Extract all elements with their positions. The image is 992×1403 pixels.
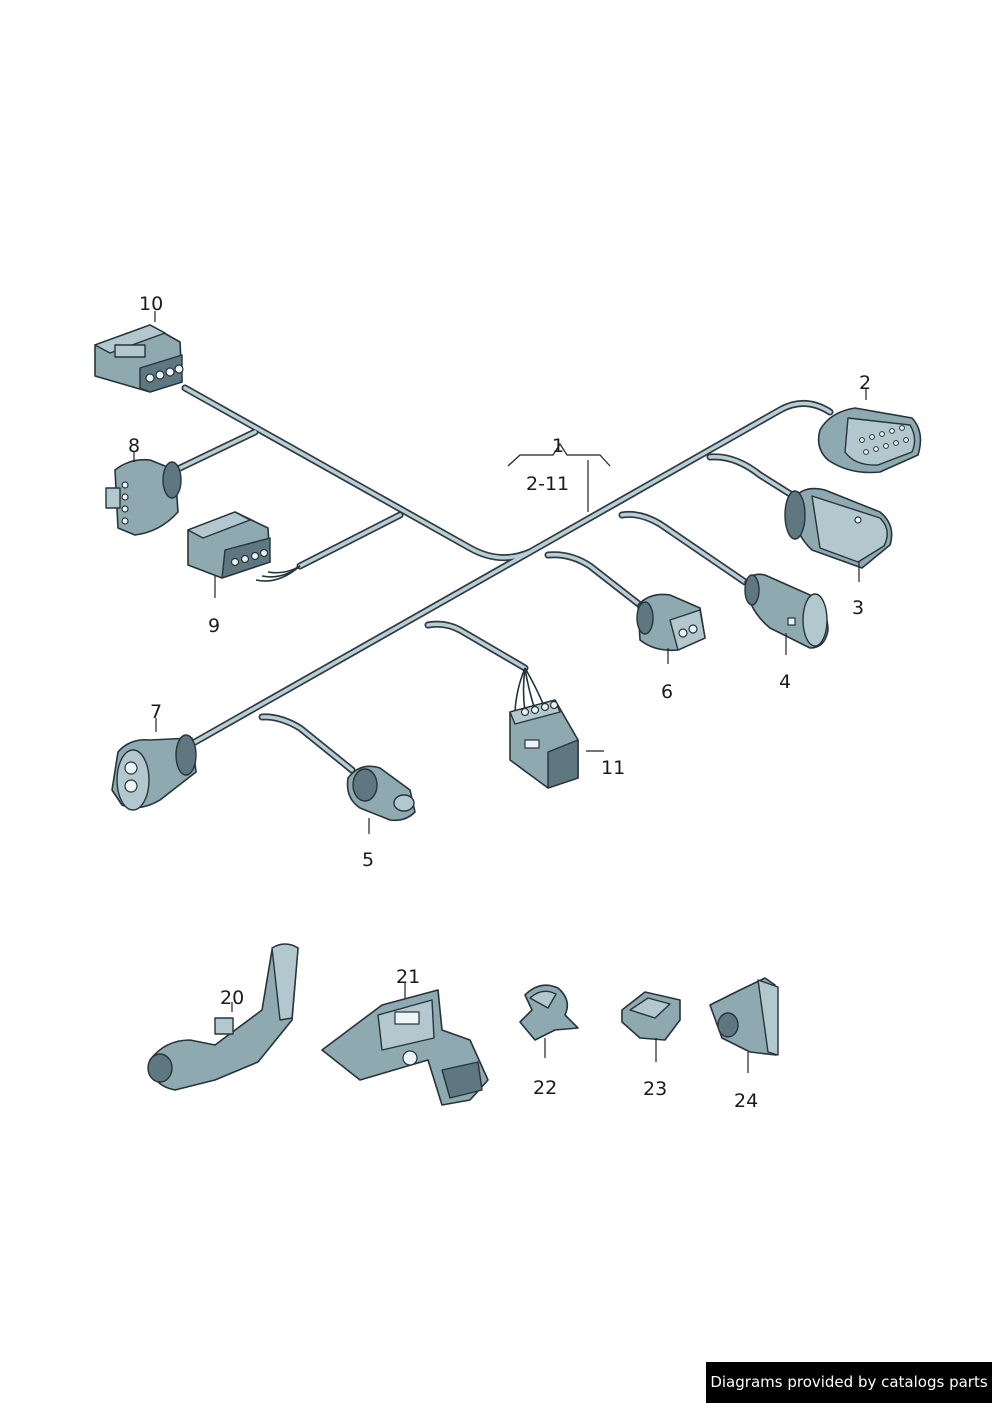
label-3: 3 (852, 597, 864, 619)
label-10: 10 (139, 293, 163, 315)
connector-4 (744, 573, 829, 649)
label-20: 20 (220, 987, 244, 1009)
connector-2 (817, 407, 922, 474)
label-11: 11 (601, 757, 625, 779)
label-22: 22 (533, 1077, 557, 1099)
label-6: 6 (661, 681, 673, 703)
part-21-bracket (321, 989, 489, 1106)
harness-wire-core (178, 386, 832, 772)
connector-5 (346, 765, 416, 822)
part-24-holder (709, 977, 779, 1056)
connector-6 (636, 593, 706, 652)
connector-9 (187, 511, 271, 579)
label-1: 1 (552, 435, 564, 457)
label-8: 8 (128, 435, 140, 457)
label-5: 5 (362, 849, 374, 871)
label-24: 24 (734, 1090, 758, 1112)
connector-10 (94, 324, 184, 393)
label-23: 23 (643, 1078, 667, 1100)
leader-lines (133, 311, 867, 1073)
thin-wires (255, 565, 546, 713)
part-22-clip (519, 984, 579, 1041)
part-20-guide (147, 943, 299, 1091)
connector-11 (509, 699, 579, 789)
label-9: 9 (208, 615, 220, 637)
part-labels: 1 2-11 2 3 4 5 6 7 8 9 10 11 20 21 22 23… (128, 293, 871, 1112)
label-2: 2 (859, 372, 871, 394)
label-7: 7 (150, 701, 162, 723)
connector-7 (111, 734, 197, 811)
label-2-11: 2-11 (526, 473, 569, 495)
connector-3 (784, 487, 893, 569)
label-21: 21 (396, 966, 420, 988)
wiring-harness (176, 384, 834, 774)
part-23-clip (621, 991, 681, 1041)
connector-8 (105, 458, 182, 536)
footer-credit: Diagrams provided by catalogs parts (706, 1362, 992, 1403)
label-4: 4 (779, 671, 791, 693)
